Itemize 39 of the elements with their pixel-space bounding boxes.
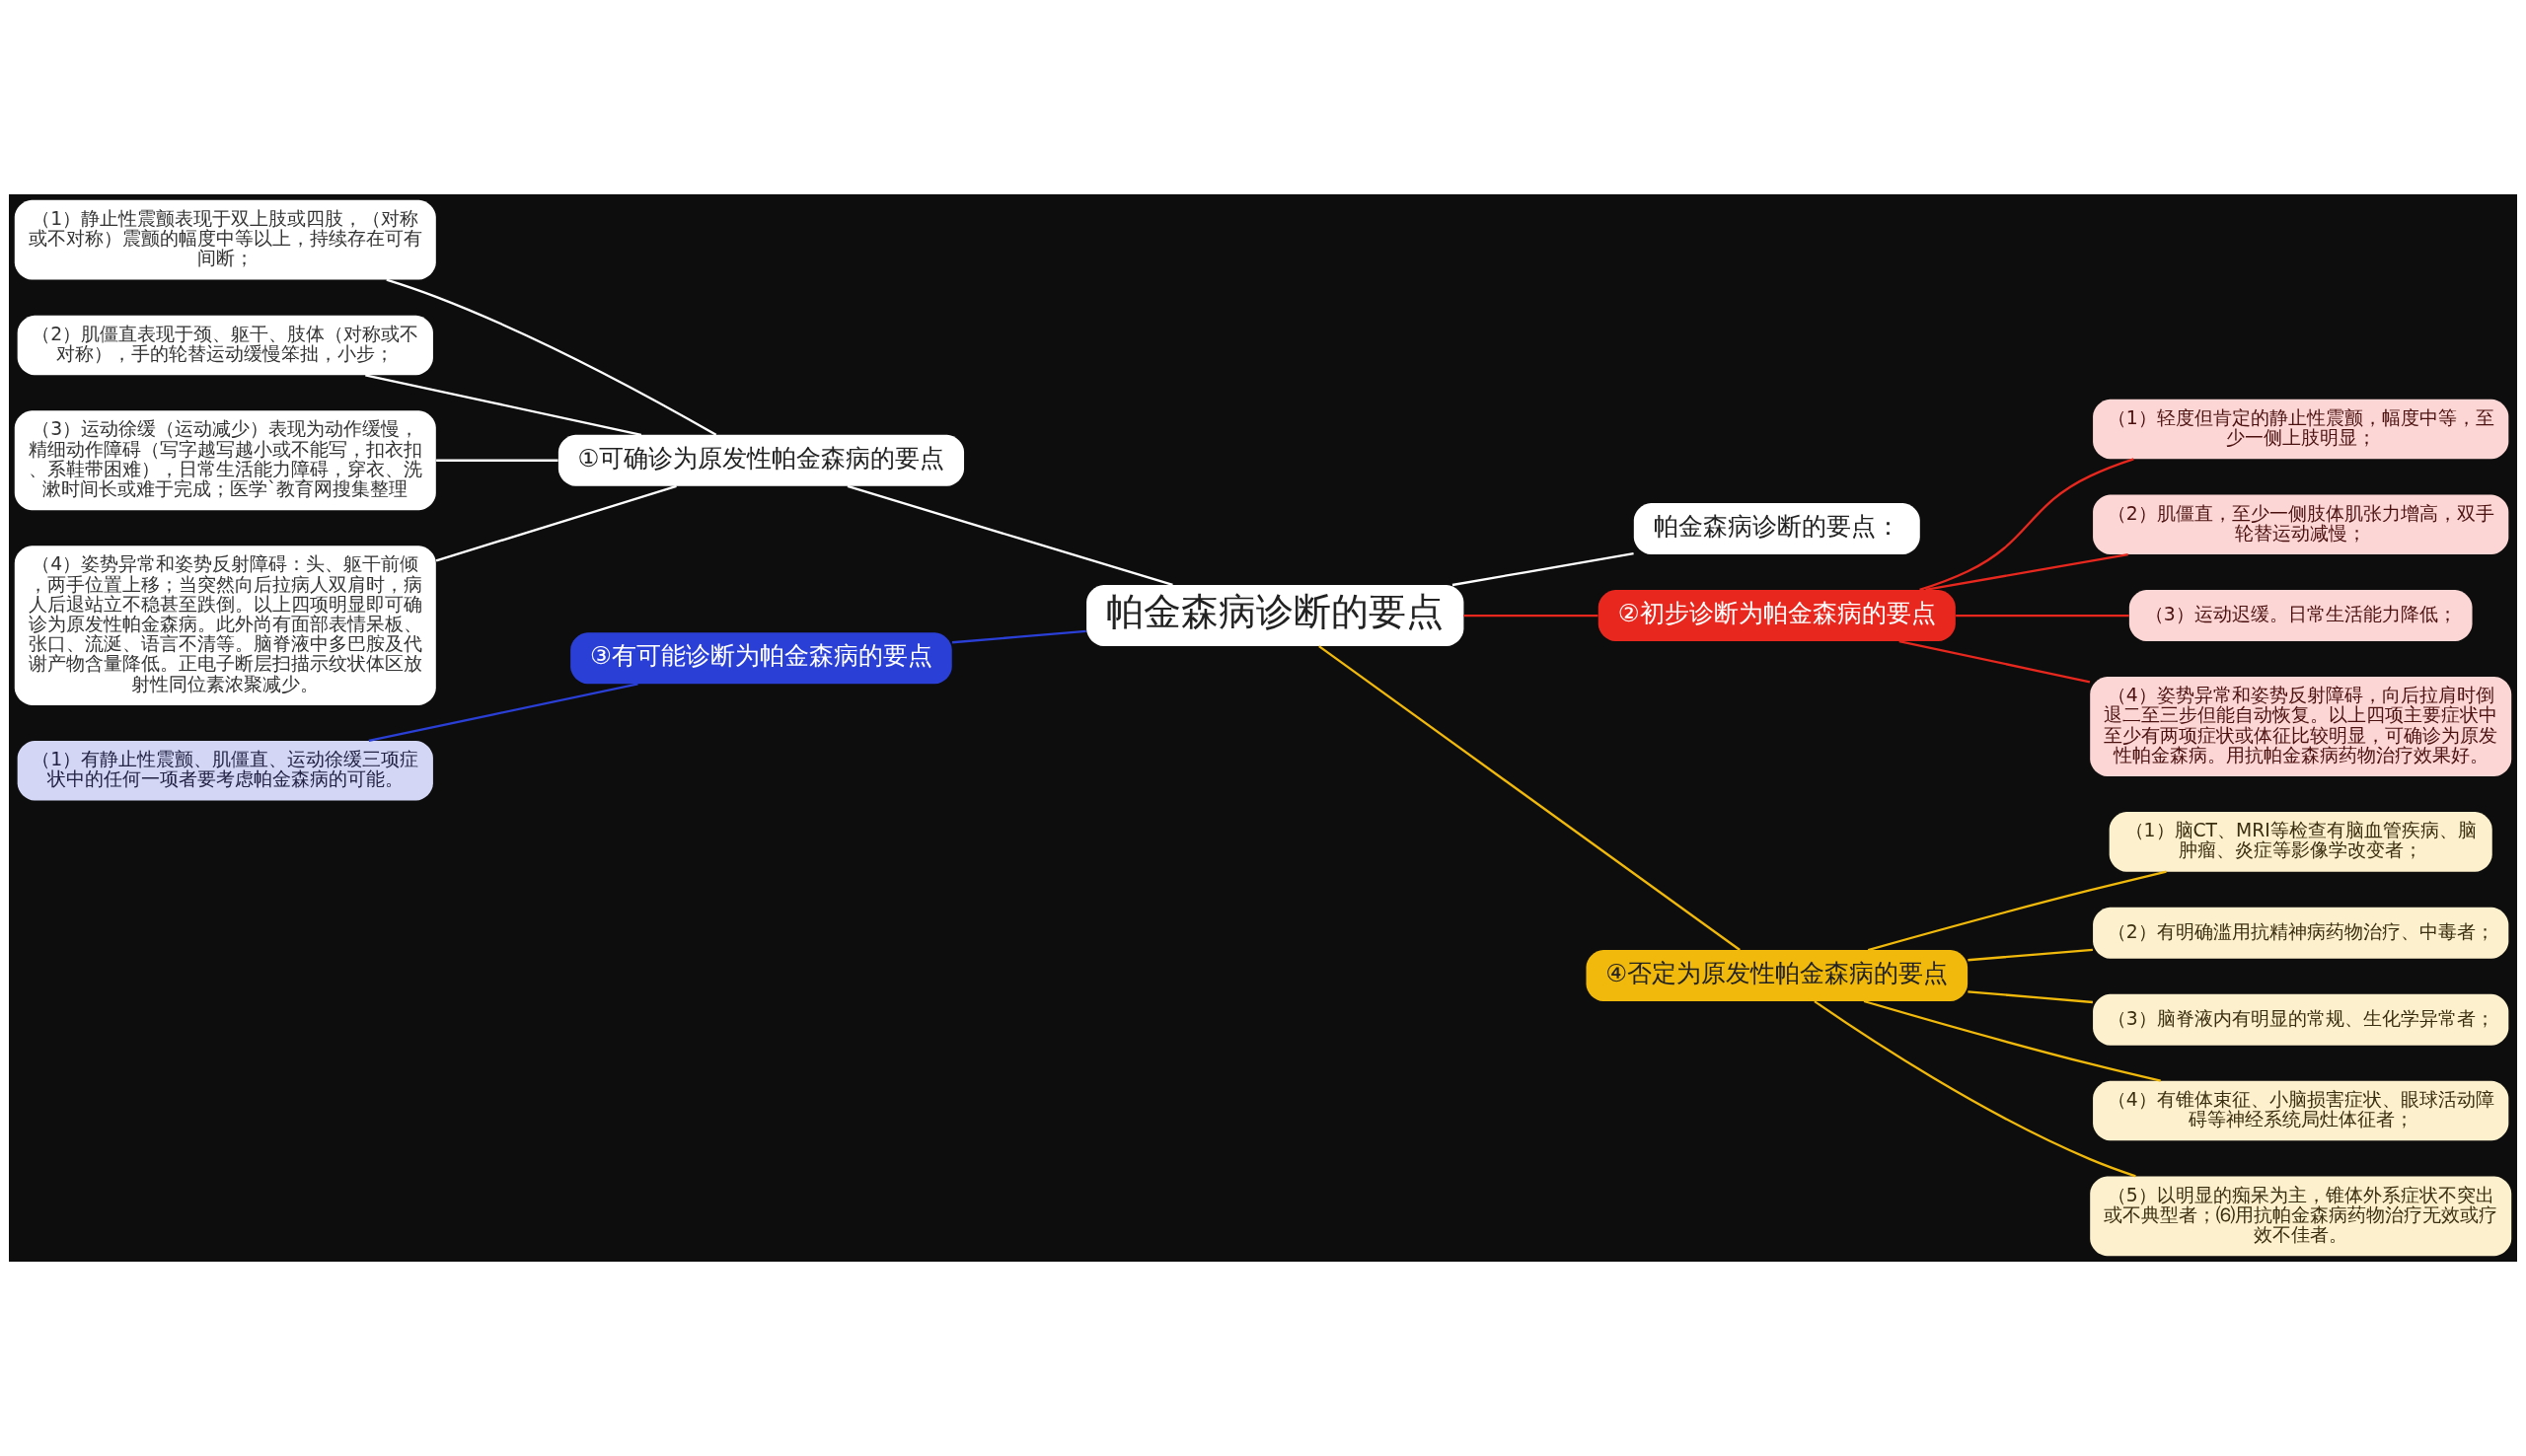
connector <box>1919 458 2134 592</box>
node-box: ①可确诊为原发性帕金森病的要点 <box>557 434 965 486</box>
connector <box>847 484 1173 587</box>
connector <box>1863 999 2161 1082</box>
connector <box>1867 870 2167 952</box>
node-box: （2）肌僵直，至少一侧肢体肌张力增高，双手轮替运动减慢； <box>2093 494 2509 554</box>
connector <box>436 459 558 462</box>
node-box: 帕金森病诊断的要点 <box>1086 585 1464 647</box>
connector <box>1968 948 2093 962</box>
node-box: 帕金森病诊断的要点： <box>1633 503 1920 554</box>
connector <box>1451 551 1634 587</box>
node-box: ②初步诊断为帕金森病的要点 <box>1597 590 1956 641</box>
node-box: （1）静止性震颤表现于双上肢或四肢，（对称或不对称）震颤的幅度中等以上，持续存在可有间断； <box>14 199 436 280</box>
node-box: ③有可能诊断为帕金森病的要点 <box>570 632 952 685</box>
connector <box>386 278 717 436</box>
connector <box>1814 1000 2136 1178</box>
node-box: （4）姿势异常和姿势反射障碍，向后拉肩时倒退二至三步但能自动恢复。以上四项主要症状中至少有两项症状或体征比较明显，可确诊为原发性帕金森病。用抗帕金森病药物治疗效果好。 <box>2090 677 2512 777</box>
connector <box>1968 990 2093 1004</box>
connector <box>435 484 677 562</box>
node-box: （4）姿势异常和姿势反射障碍：头、躯干前倾，两手位置上移；当突然向后拉病人双肩时，病人后退站立不稳甚至跌倒。以上四项明显即可确诊为原发性帕金森病。此外尚有面部表情呆板、张口、流涎、语言不清等。脑脊液中多巴胺及代谢产物含量降低。正电子断层扫描示纹状体区放射性同位素浓聚减少。 <box>14 546 436 705</box>
node-box: （3）运动迟缓。日常生活能力降低； <box>2128 590 2473 641</box>
node-box: （4）有锥体束征、小脑损害症状、眼球活动障碍等神经系统局灶体征者； <box>2093 1080 2509 1141</box>
node-box: （2）有明确滥用抗精神病药物治疗、中毒者； <box>2093 907 2509 959</box>
connector <box>1318 645 1741 951</box>
node-box: ④否定为原发性帕金森病的要点 <box>1586 950 1969 1001</box>
node-box: （3）运动徐缓（运动减少）表现为动作缓慢，精细动作障碍（写字越写越小或不能写，扣衣扣、系鞋带困难），日常生活能力障碍，穿衣、洗漱时间长或难于完成；医学`教育网搜集整理 <box>14 410 436 511</box>
node-box: （5）以明显的痴呆为主，锥体外系症状不突出或不典型者；⑹用抗帕金森病药物治疗无效或疗效不佳者。 <box>2090 1176 2512 1257</box>
connector <box>1898 640 2091 684</box>
connector <box>1925 552 2128 592</box>
node-box: （1）脑CT、MRI等检查有脑血管疾病、脑肿瘤、炎症等影像学改变者； <box>2109 812 2492 872</box>
connector <box>951 629 1086 644</box>
connector <box>365 374 642 436</box>
connector <box>368 683 638 742</box>
connector <box>1463 614 1598 618</box>
connector <box>1956 614 2129 618</box>
node-box: （3）脑脊液内有明显的常规、生化学异常者； <box>2093 993 2509 1046</box>
node-box: （2）肌僵直表现于颈、躯干、肢体（对称或不对称），手的轮替运动缓慢笨拙，小步； <box>17 315 433 376</box>
node-box: （1）轻度但肯定的静止性震颤，幅度中等，至少一侧上肢明显； <box>2093 399 2509 460</box>
node-box: （1）有静止性震颤、肌僵直、运动徐缓三项症状中的任何一项者要考虑帕金森病的可能。 <box>17 741 433 801</box>
